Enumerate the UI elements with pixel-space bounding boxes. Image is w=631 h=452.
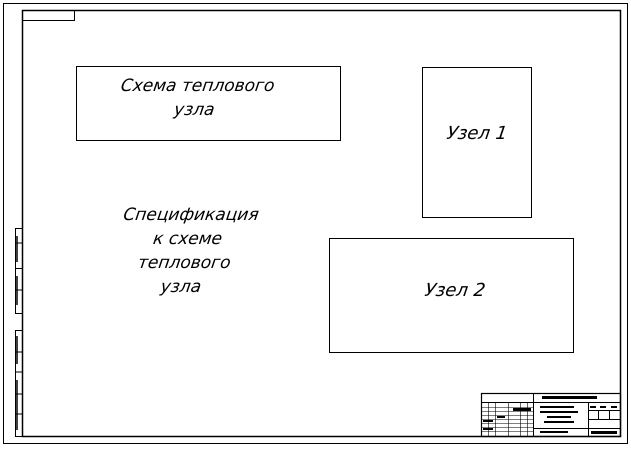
spec-label-line: теплового xyxy=(136,253,232,273)
spec-label: Спецификация к схеме теплового узла xyxy=(89,203,282,299)
node1-box xyxy=(422,67,532,218)
node2-box xyxy=(329,238,574,353)
spec-label-line: узла xyxy=(159,277,203,297)
spec-label-line: к схеме xyxy=(151,229,224,249)
node1-label: Узел 1 xyxy=(445,123,509,144)
scheme-label-line: Схема теплового xyxy=(119,76,276,96)
title-block xyxy=(480,392,622,438)
left-margin-strip xyxy=(15,228,23,437)
node2-label: Узел 2 xyxy=(423,280,487,301)
sheet-outer-border xyxy=(3,3,628,444)
scheme-box xyxy=(76,66,341,141)
drawing-frame xyxy=(21,9,622,438)
spec-label-line: Спецификация xyxy=(122,205,261,225)
top-left-code-block xyxy=(22,10,75,21)
scheme-label: Схема теплового узла xyxy=(93,74,300,122)
scheme-label-line: узла xyxy=(172,100,216,120)
